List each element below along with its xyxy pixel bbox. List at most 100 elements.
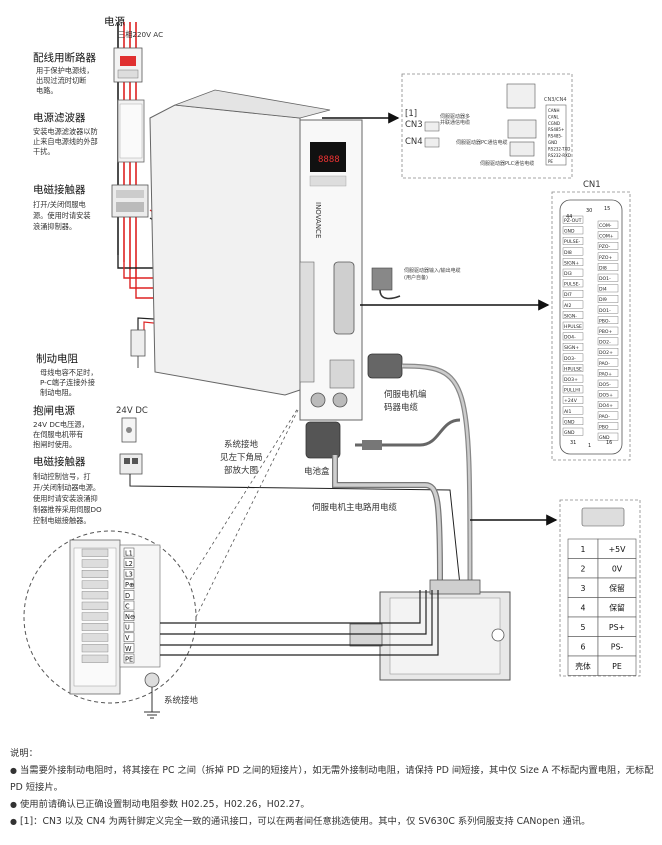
terminal-label-6: N⊖: [125, 613, 135, 621]
brake-power-desc-1: 24V DC电压源，: [33, 420, 89, 429]
cn3-pin-4: RS485-: [548, 134, 563, 139]
cn1-left-pin-8: AI2: [564, 303, 571, 309]
comm-cable-3: 伺服驱动器PLC通信电缆: [480, 160, 534, 167]
breaker-desc-2: 出现过流时切断: [36, 76, 86, 85]
cn1-pin-box: [597, 348, 619, 356]
encoder-signal-6: PE: [612, 662, 622, 671]
terminal-slot: [81, 548, 109, 557]
brake-contactor-desc-2: 开/关闭制动器电源。: [33, 483, 100, 492]
cn1-pin-box: [597, 241, 619, 250]
cn1-left-pin-19: GND: [564, 419, 575, 425]
terminal-label-3: P⊕: [125, 581, 135, 589]
cn1-left-pin-1: GND: [564, 229, 575, 235]
encoder-signal-5: PS-: [611, 643, 624, 652]
contactor: [111, 184, 149, 218]
cn4-label: CN4: [405, 137, 423, 147]
encoder-signal-0: +5V: [609, 545, 626, 554]
encoder-pin-6: 壳体: [575, 661, 591, 671]
cn1-pin-number-0: 44: [566, 214, 572, 220]
breaker-desc-1: 用于保护电源线，: [36, 66, 94, 75]
brake-power-desc-3: 抱闸时使用。: [33, 440, 76, 449]
cn1-pin-box: [562, 374, 584, 383]
cn1-right-pin-8: DO1-: [599, 308, 611, 314]
cn1-pin-box: [597, 411, 619, 420]
cn1-left-pin-3: DI8: [564, 250, 572, 256]
encoder-pin-3: 4: [581, 604, 586, 613]
brake-contactor-desc-3: 使用时请安装浪涌抑: [33, 494, 98, 503]
cn1-pin-number-5: 16: [606, 440, 612, 446]
contactor-desc-1: 打开/关闭伺服电: [33, 200, 86, 209]
cn1-pin-box: [597, 220, 619, 229]
cn1-pin-box: [597, 273, 619, 282]
cn1-pin-box: [562, 236, 584, 245]
cn1-pin-box: [562, 364, 584, 372]
comm-cable-1a: 伺服驱动器多: [440, 113, 470, 120]
resistor-title: 制动电阻: [36, 352, 78, 365]
cn1-left-pin-5: DI3: [564, 271, 572, 277]
battery-box: [305, 421, 341, 459]
terminal-slot: [81, 580, 109, 589]
cn1-left-pin-6: PULSE-: [564, 282, 581, 288]
cn1-pin-box: [562, 247, 584, 256]
terminal-box: [123, 611, 135, 621]
cn1-pin-box: [597, 316, 619, 324]
encoder-pin-1: 2: [581, 565, 586, 574]
cn1-pin-box: [597, 369, 619, 377]
cn1-right-pin-9: PBO-: [599, 318, 611, 324]
cn1-pin-box: [597, 231, 619, 240]
cn1-left-pin-17: +24V: [564, 398, 578, 404]
cn1-pin-box: [597, 252, 619, 261]
terminal-slot: [81, 559, 109, 568]
cn1-pin-list: PZ-OUTGNDPULSE-DI8SIGN+DI3PULSE-DI7AI2SI…: [562, 206, 619, 449]
cn1-pin-box: [562, 332, 584, 341]
cn1-pin-box: [597, 284, 619, 293]
resistor-desc-2: P-C端子连接外接: [40, 378, 95, 387]
brake-contactor-title: 电磁接触器: [33, 455, 86, 468]
cn1-left-pin-16: PULLHI: [564, 388, 580, 394]
brake-power-desc-2: 在伺服电机带有: [33, 430, 83, 439]
terminal-slot: [81, 591, 109, 600]
cn1-left-pin-15: DO3+: [564, 377, 578, 383]
encoder-table-cell: [597, 655, 637, 676]
cn3-detail: [1] CN3 CN4 伺服驱动器多 并联通信电缆 伺服驱动器PC通信电缆 伺服…: [401, 73, 573, 179]
io-cable-1: 伺服驱动器输入/输出电缆: [404, 267, 461, 274]
cn1-pin-number-3: 31: [570, 440, 576, 446]
encoder-signal-2: 保留: [609, 583, 625, 593]
cn1-pin-box: [597, 337, 619, 346]
cn1-right-pin-12: DO2+: [599, 350, 613, 356]
cn1-pin-box: [562, 396, 584, 404]
cn1-pin-box: [562, 321, 584, 330]
encoder-pin-2: 3: [581, 584, 586, 593]
cn3-pin-0: CANH: [548, 108, 560, 113]
terminal-label-10: PE: [125, 655, 133, 663]
encoder-cable: [355, 353, 473, 581]
bullet-icon: ●: [10, 800, 17, 809]
grounding-1: 系统接地: [224, 439, 259, 450]
cn1-pin-box: [562, 258, 584, 266]
cn1-right-pin-7: DI9: [599, 297, 607, 303]
encoder-signal-3: 保留: [609, 603, 625, 613]
cn1-pin-box: [562, 300, 584, 309]
contactor-title: 电磁接触器: [33, 183, 86, 196]
cn1-left-pin-20: GND: [564, 430, 575, 436]
cn1-pin-number-1: 30: [586, 208, 592, 214]
breaker: [113, 47, 143, 83]
cn1-right-pin-18: PAO-: [599, 414, 610, 420]
cn3-label: CN3: [405, 120, 423, 130]
terminal-box: [123, 590, 135, 600]
cn1-pin-box: [562, 427, 584, 436]
cn1-left-pin-13: DO3-: [564, 356, 576, 362]
cn1-left-pin-0: PZ-OUT: [564, 218, 582, 224]
cn3-pin-5: GND: [548, 140, 557, 145]
cn1-label: CN1: [583, 180, 601, 190]
cn1-pin-box: [562, 268, 584, 277]
cn1-pin-box: [597, 326, 619, 335]
cn1-left-pin-4: SIGN+: [564, 260, 579, 266]
cn1-right-pin-5: DO1-: [599, 276, 611, 282]
terminal-box: [123, 653, 135, 664]
cn1-right-pin-14: PAO+: [599, 371, 612, 377]
cn1-pin-box: [597, 263, 619, 271]
